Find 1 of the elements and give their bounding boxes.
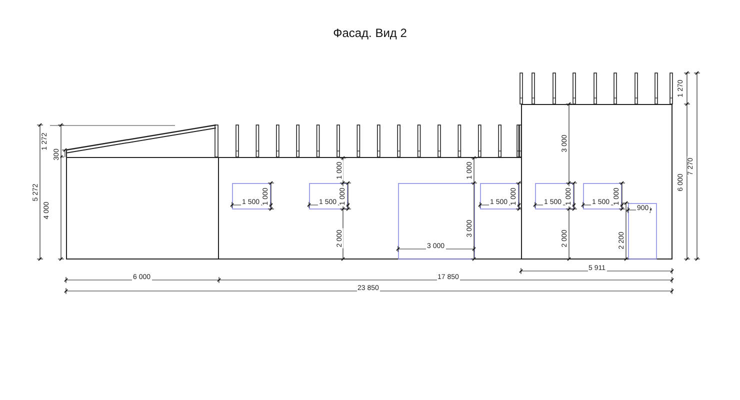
- drawing-title: Фасад. Вид 2: [333, 26, 407, 40]
